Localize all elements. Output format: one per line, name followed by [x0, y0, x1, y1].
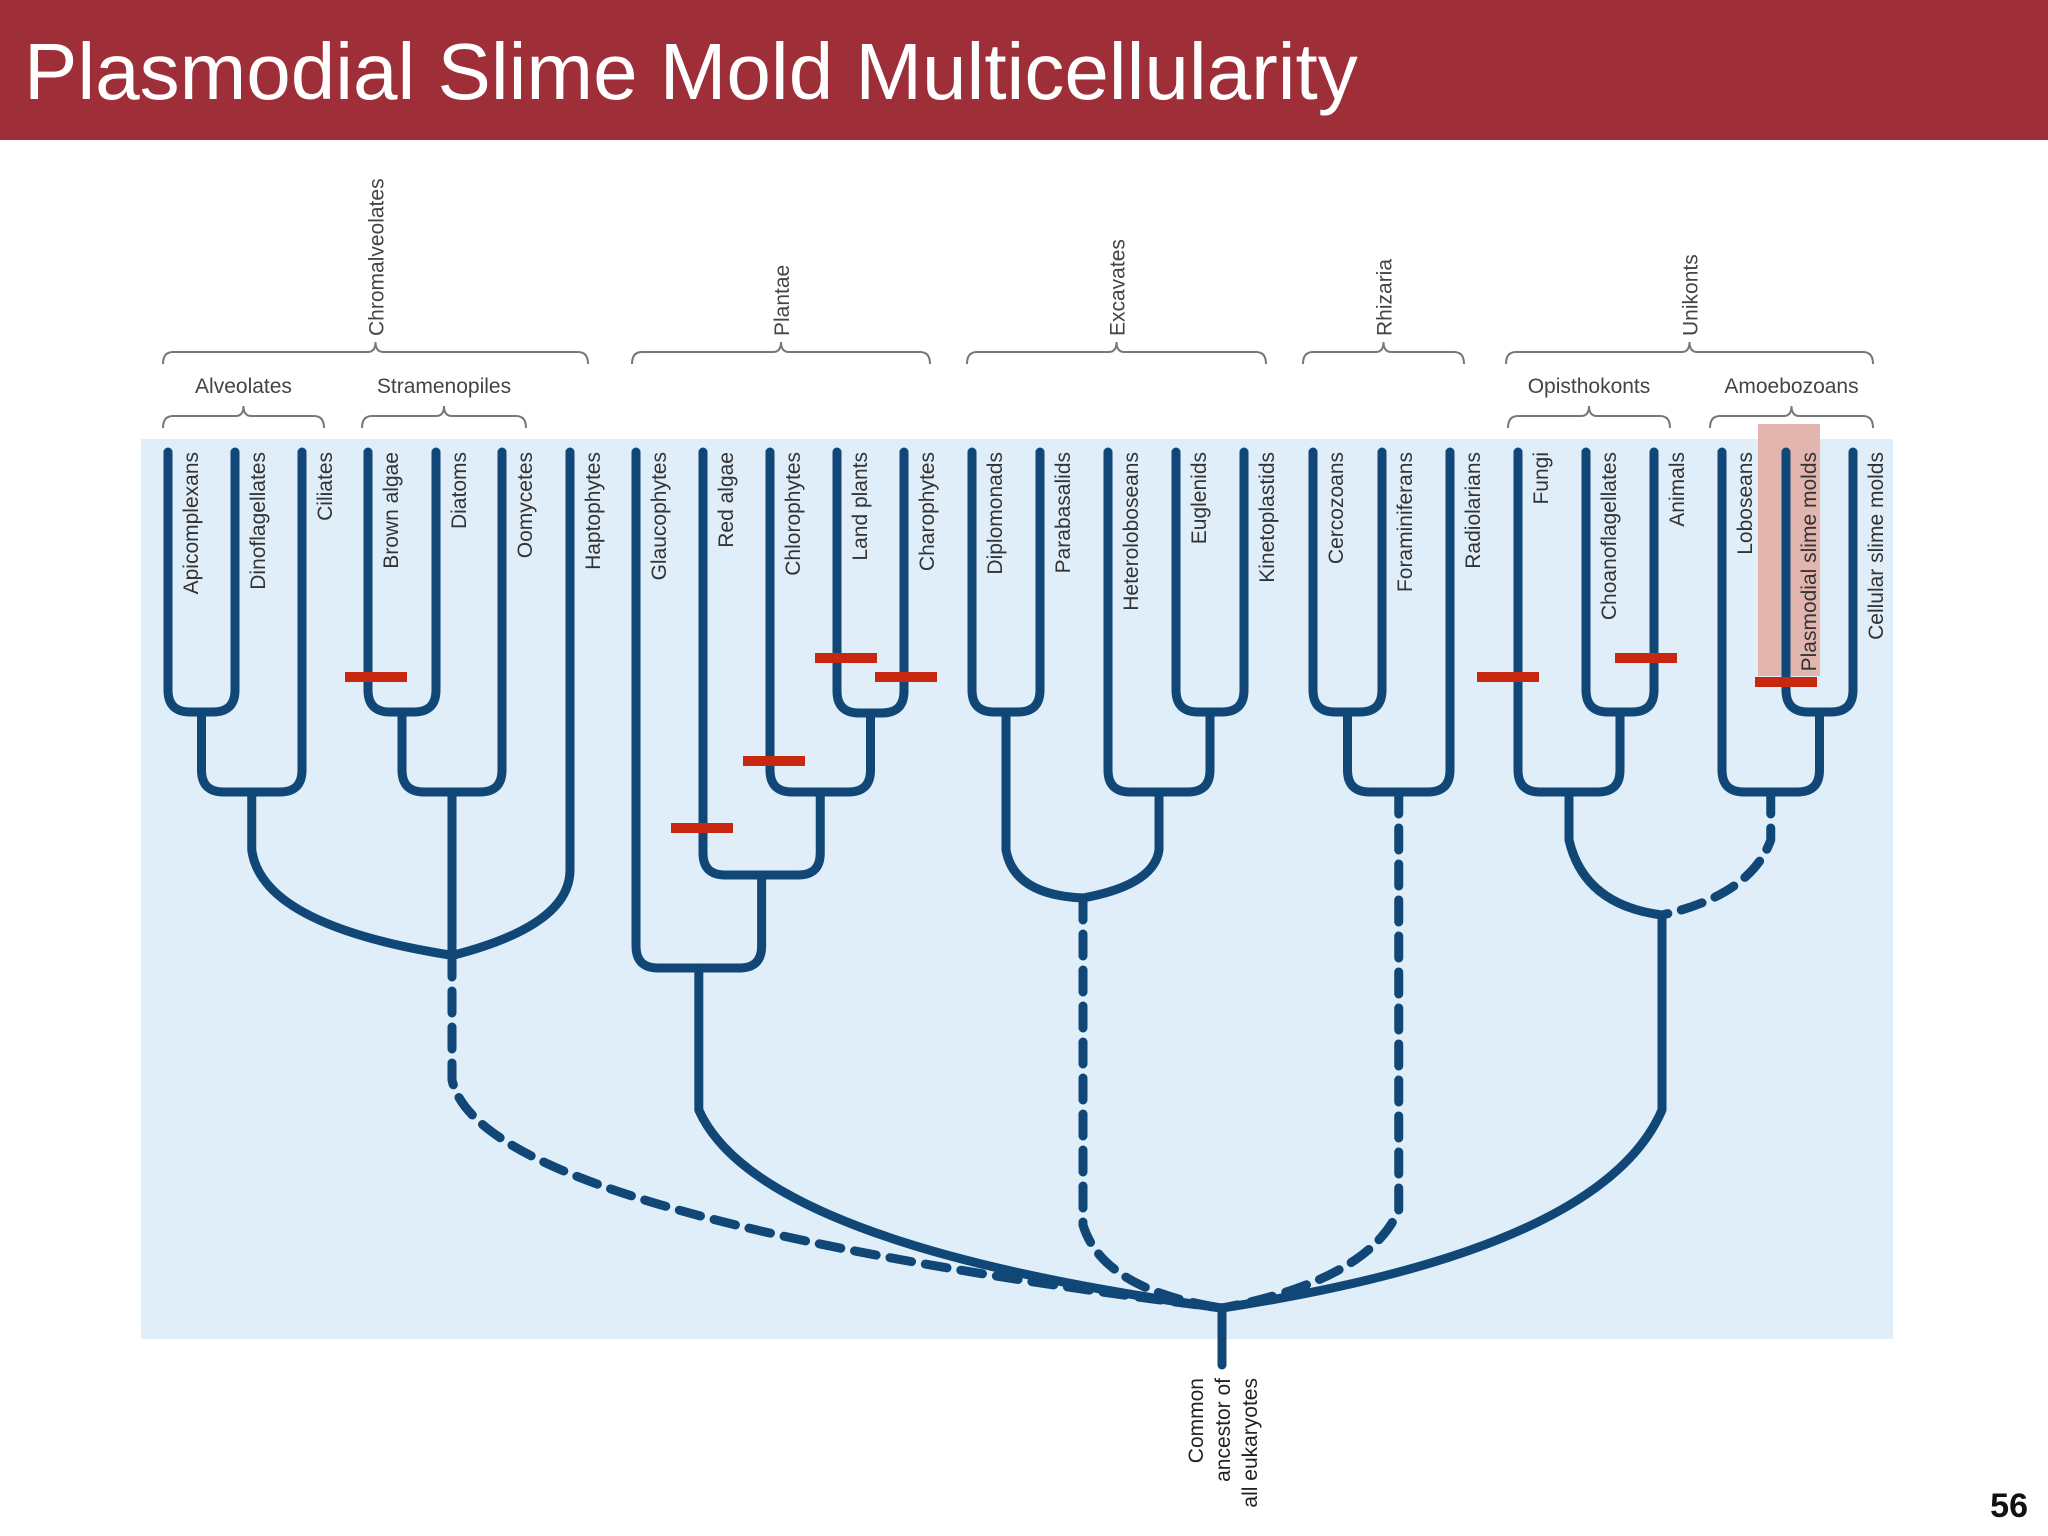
page-number: 56 [1990, 1487, 2028, 1525]
subgroup-label-opisthokonts: Opisthokonts [1528, 375, 1651, 398]
taxon-label-kinetoplastids: Kinetoplastids [1256, 452, 1279, 583]
taxon-label-choanoflagellates: Choanoflagellates [1598, 452, 1621, 620]
branch-excavates-to-root [1078, 893, 1227, 1313]
bracket-excavates [966, 341, 1267, 365]
taxon-label-ciliates: Ciliates [314, 452, 337, 521]
taxon-label-radiolarians: Radiolarians [1462, 452, 1485, 569]
multicellularity-marker-animals [1615, 653, 1677, 663]
taxon-label-charophytes: Charophytes [916, 452, 939, 571]
taxon-label-oomycetes: Oomycetes [514, 452, 537, 558]
subgroup-label-amoebozoans: Amoebozoans [1724, 375, 1858, 398]
multicellularity-marker-red-algae [671, 823, 733, 833]
branch-excavates-right [1078, 787, 1164, 903]
title-bar: Plasmodial Slime Mold Multicellularity [0, 0, 2048, 140]
taxon-label-dinoflagellates: Dinoflagellates [247, 452, 270, 590]
supergroup-label-plantae: Plantae [771, 265, 794, 336]
subgroup-label-stramenopiles: Stramenopiles [377, 375, 511, 398]
branch-haptophytes [449, 447, 575, 960]
multicellularity-marker-chlorophytes [743, 756, 805, 766]
root-label-line-1: Common [1185, 1378, 1208, 1463]
taxon-label-land-plants: Land plants [849, 452, 872, 561]
bracket-unikonts [1505, 341, 1874, 365]
branch-opisthokonts-to-unikont-node [1564, 787, 1667, 920]
branch-plantae-to-root [694, 963, 1227, 1313]
taxon-label-haptophytes: Haptophytes [582, 452, 605, 570]
taxon-label-parabasalids: Parabasalids [1052, 452, 1075, 573]
bracket-alveolates [162, 405, 325, 429]
taxon-label-diatoms: Diatoms [448, 452, 471, 529]
branch-excavates-left [1001, 707, 1088, 903]
taxon-label-chlorophytes: Chlorophytes [782, 452, 805, 576]
branch-alveolates-to-chromalveolate-node [247, 787, 455, 960]
taxon-label-foraminiferans: Foraminiferans [1394, 452, 1417, 592]
multicellularity-marker-fungi [1477, 672, 1539, 682]
branch-chromalveolates-to-root [447, 950, 1227, 1313]
taxon-label-diplomonads: Diplomonads [984, 452, 1007, 575]
taxon-label-animals: Animals [1666, 452, 1689, 527]
subgroup-label-alveolates: Alveolates [195, 375, 292, 398]
taxon-label-cellular-slime-molds: Cellular slime molds [1865, 452, 1888, 640]
multicellularity-marker-plasmodial-slime-molds [1755, 677, 1817, 687]
branch-amoebozoans-to-unikont-node [1657, 787, 1776, 920]
root-label-line-3: all eukaryotes [1239, 1378, 1262, 1508]
bracket-rhizaria [1302, 341, 1465, 365]
supergroup-label-excavates: Excavates [1107, 239, 1130, 336]
taxon-label-fungi: Fungi [1530, 452, 1553, 505]
taxon-label-apicomplexans: Apicomplexans [180, 452, 203, 594]
bracket-amoebozoans [1709, 405, 1874, 429]
branch-unikonts-to-root [1217, 910, 1667, 1313]
supergroup-label-rhizaria: Rhizaria [1374, 259, 1397, 336]
multicellularity-marker-land-plants [815, 653, 877, 663]
multicellularity-marker-brown-algae [345, 672, 407, 682]
taxon-label-brown-algae: Brown algae [380, 452, 403, 569]
supergroup-label-chromalveolates: Chromalveolates [366, 178, 389, 336]
taxon-label-red-algae: Red algae [715, 452, 738, 548]
bracket-plantae [631, 341, 931, 365]
taxon-label-heteroloboseans: Heteroloboseans [1120, 452, 1143, 611]
taxon-label-glaucophytes: Glaucophytes [648, 452, 671, 580]
bracket-chromalveolates [162, 341, 589, 365]
taxon-label-loboseans: Loboseans [1734, 452, 1757, 555]
bracket-stramenopiles [361, 405, 527, 429]
taxon-label-cercozoans: Cercozoans [1325, 452, 1348, 564]
taxon-label-euglenids: Euglenids [1188, 452, 1211, 544]
slide-title: Plasmodial Slime Mold Multicellularity [24, 27, 1358, 116]
bracket-opisthokonts [1507, 405, 1671, 429]
taxon-label-plasmodial-slime-molds: Plasmodial slime molds [1798, 452, 1821, 671]
multicellularity-marker-charophytes [875, 672, 937, 682]
branch-rhizaria-to-root [1217, 787, 1404, 1313]
supergroup-label-unikonts: Unikonts [1680, 254, 1703, 336]
root-label-line-2: ancestor of [1212, 1378, 1235, 1482]
